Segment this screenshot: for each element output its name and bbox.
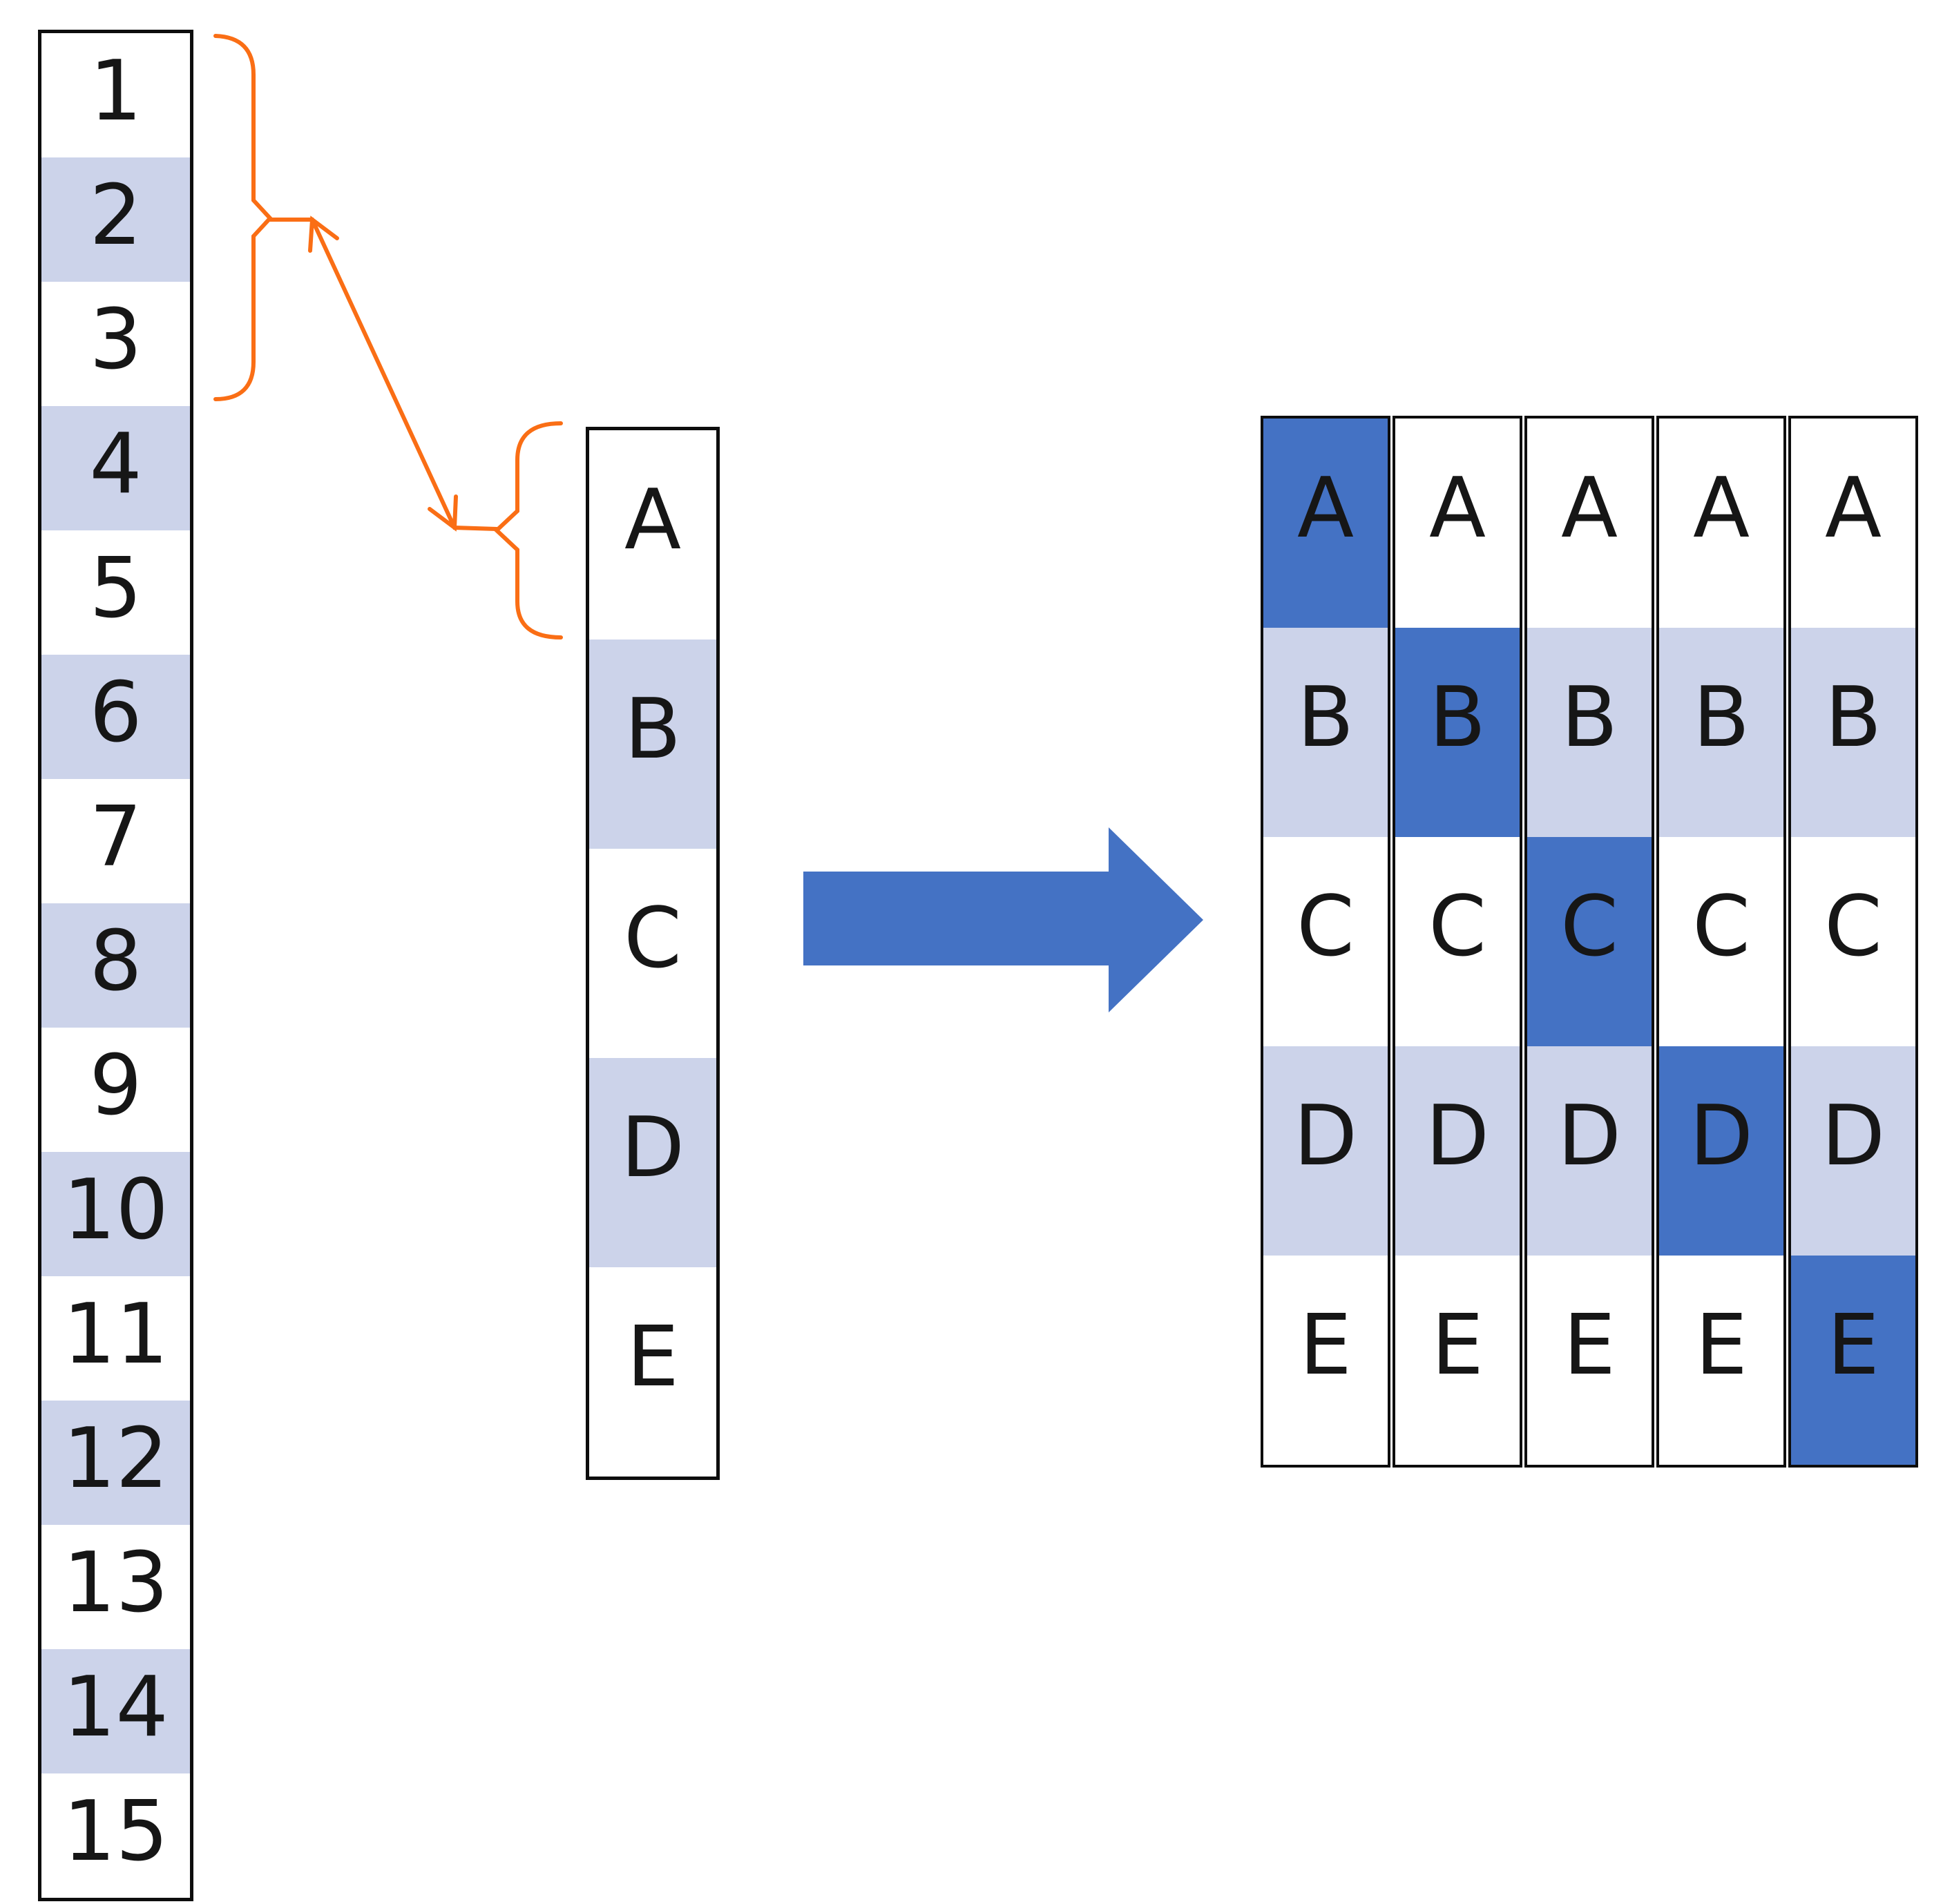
grid-cell: D bbox=[1263, 1046, 1388, 1256]
letters-column: A B C D E bbox=[586, 427, 720, 1480]
number-cell: 7 bbox=[89, 789, 142, 885]
grid-cell-highlighted: C bbox=[1527, 837, 1652, 1046]
grid-cell-highlighted: E bbox=[1791, 1256, 1915, 1465]
grid-cell: B bbox=[1263, 628, 1388, 837]
grid-cell-highlighted: B bbox=[1395, 628, 1520, 837]
grid-cell: D bbox=[1791, 1046, 1915, 1256]
grid-cell: B bbox=[1791, 628, 1915, 837]
grid-cell: C bbox=[1428, 878, 1486, 975]
grid-cell: B bbox=[1527, 628, 1652, 837]
grid-cell: E bbox=[1563, 1297, 1616, 1394]
grid-cell: C bbox=[1692, 878, 1750, 975]
grid-cell: A bbox=[1824, 460, 1882, 557]
double-arrow-icon bbox=[268, 215, 499, 532]
grid-column: A B C D E bbox=[1393, 416, 1522, 1468]
letter-cell: B bbox=[589, 640, 716, 849]
grid-cell: A bbox=[1560, 460, 1618, 557]
grid-cell: E bbox=[1299, 1297, 1352, 1394]
number-cell: 11 bbox=[63, 1287, 169, 1383]
number-cell: 4 bbox=[41, 406, 190, 530]
grid-column: A B C D E bbox=[1788, 416, 1918, 1468]
number-cell: 2 bbox=[41, 157, 190, 282]
number-cell: 6 bbox=[41, 655, 190, 779]
numbers-column: 1 2 3 4 5 6 7 8 9 10 11 12 13 14 15 bbox=[38, 30, 193, 1901]
number-cell: 14 bbox=[41, 1649, 190, 1773]
grid-cell-highlighted: A bbox=[1263, 419, 1388, 628]
number-cell: 3 bbox=[89, 292, 142, 388]
letter-cell: D bbox=[589, 1058, 716, 1267]
grid-cell: C bbox=[1824, 878, 1882, 975]
curly-brace-cell-a-icon bbox=[493, 421, 563, 640]
grid-cell: D bbox=[1527, 1046, 1652, 1256]
number-cell: 12 bbox=[41, 1401, 190, 1525]
number-cell: 1 bbox=[89, 44, 142, 140]
result-grid: A B C D E A B C D E A B C D E A B C D E bbox=[1261, 416, 1918, 1468]
grid-cell: E bbox=[1695, 1297, 1748, 1394]
curly-brace-rows-1-3-icon bbox=[213, 34, 274, 401]
letter-cell: C bbox=[624, 890, 682, 987]
grid-cell: D bbox=[1395, 1046, 1520, 1256]
grid-cell: A bbox=[1428, 460, 1486, 557]
right-arrow-icon bbox=[803, 827, 1203, 1012]
number-cell: 15 bbox=[63, 1784, 169, 1880]
grid-cell: C bbox=[1296, 878, 1355, 975]
number-cell: 10 bbox=[41, 1152, 190, 1276]
number-cell: 9 bbox=[89, 1038, 142, 1134]
number-cell: 5 bbox=[89, 541, 142, 637]
number-cell: 13 bbox=[63, 1535, 169, 1631]
grid-column: A B C D E bbox=[1656, 416, 1786, 1468]
grid-cell: A bbox=[1692, 460, 1750, 557]
grid-cell: E bbox=[1431, 1297, 1484, 1394]
grid-cell: B bbox=[1659, 628, 1783, 837]
number-cell: 8 bbox=[41, 903, 190, 1028]
letter-cell: A bbox=[624, 472, 682, 568]
grid-column: A B C D E bbox=[1261, 416, 1390, 1468]
grid-column: A B C D E bbox=[1524, 416, 1654, 1468]
grid-cell-highlighted: D bbox=[1659, 1046, 1783, 1256]
letter-cell: E bbox=[626, 1309, 679, 1405]
